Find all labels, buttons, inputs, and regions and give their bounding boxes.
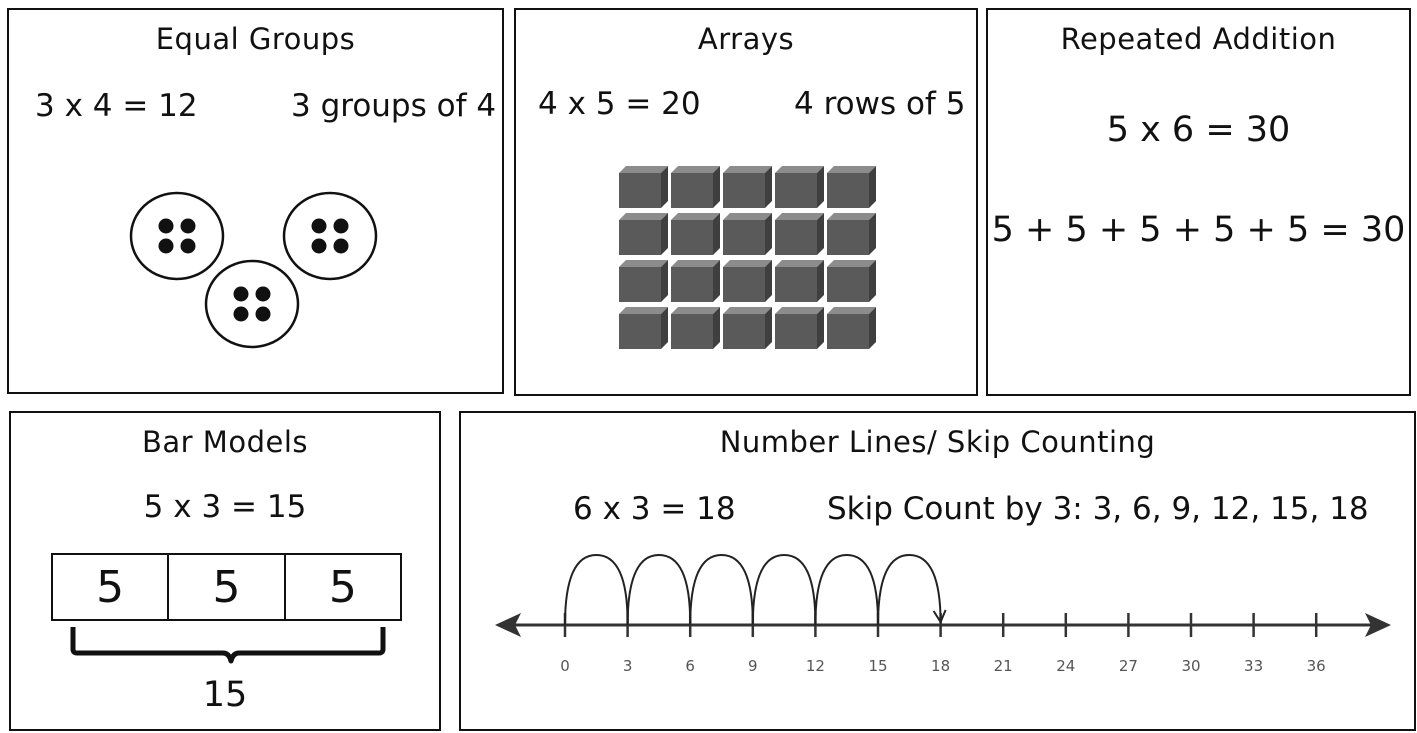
tick-label: 24: [1056, 657, 1075, 675]
number-lines-equation: 6 x 3 = 18: [573, 491, 736, 527]
array-cube: [827, 260, 876, 302]
bar-model: 5 5 5: [51, 553, 402, 621]
skip-jump-arc: [564, 553, 629, 626]
array-cube: [671, 166, 720, 208]
array-cube: [775, 260, 824, 302]
equal-groups-panel: Equal Groups 3 x 4 = 12 3 groups of 4: [7, 8, 504, 394]
array-cube: [723, 166, 772, 208]
group-dot: [180, 238, 196, 254]
array-cube: [671, 307, 720, 349]
jump-arrowhead-icon: [932, 609, 947, 625]
bar-segment: 5: [328, 561, 357, 613]
tick-label: 12: [806, 657, 825, 675]
group-dot: [158, 238, 174, 254]
tick-label: 0: [560, 657, 570, 675]
repeated-addition-title: Repeated Addition: [1060, 22, 1337, 56]
arrays-title: Arrays: [697, 22, 795, 56]
equal-groups-equation: 3 x 4 = 12: [35, 88, 198, 124]
group-dot: [333, 218, 349, 234]
group-dot: [233, 286, 249, 302]
group-circle: [204, 259, 300, 349]
array-cube: [619, 166, 668, 208]
repeated-addition-panel: Repeated Addition 5 x 6 = 30 5 + 5 + 5 +…: [986, 8, 1411, 396]
bar-models-title: Bar Models: [142, 425, 308, 459]
group-dot: [311, 238, 327, 254]
array-cube: [775, 166, 824, 208]
bar-models-panel: Bar Models 5 x 3 = 15 5 5 5 15: [9, 411, 441, 731]
tick-label: 3: [623, 657, 633, 675]
array-cube: [723, 307, 772, 349]
group-dot: [333, 238, 349, 254]
array-cube: [827, 166, 876, 208]
tick-label: 21: [994, 657, 1013, 675]
skip-count-text: Skip Count by 3: 3, 6, 9, 12, 15, 18: [827, 491, 1369, 527]
array-cube: [827, 213, 876, 255]
repeated-addition-sum: 5 + 5 + 5 + 5 + 5 = 30: [991, 210, 1406, 250]
arrays-panel: Arrays 4 x 5 = 20 4 rows of 5: [514, 8, 978, 396]
cube-array: [619, 166, 876, 349]
group-circle: [282, 191, 378, 281]
tick-label: 6: [685, 657, 695, 675]
tick-label: 15: [868, 657, 887, 675]
array-cube: [671, 260, 720, 302]
tick-label: 27: [1119, 657, 1138, 675]
array-cube: [827, 307, 876, 349]
skip-jump-arc: [626, 553, 692, 626]
tick-label: 36: [1307, 657, 1326, 675]
skip-jump-arc: [751, 553, 817, 626]
group-circle: [129, 191, 225, 281]
array-cube: [775, 213, 824, 255]
bar-models-equation: 5 x 3 = 15: [143, 489, 307, 525]
bar-brace: [70, 627, 386, 664]
equal-groups-title: Equal Groups: [155, 22, 356, 56]
array-cube: [671, 213, 720, 255]
tick-label: 30: [1181, 657, 1200, 675]
tick-label: 9: [748, 657, 758, 675]
array-cube: [723, 213, 772, 255]
tick-label: 18: [931, 657, 950, 675]
skip-jump-arc: [689, 553, 754, 626]
group-dot: [233, 306, 249, 322]
left-arrow-icon: [495, 613, 521, 637]
equal-groups-diagram: [129, 191, 378, 349]
right-arrow-icon: [1365, 613, 1391, 637]
equal-groups-description: 3 groups of 4: [291, 88, 497, 124]
number-lines-panel: Number Lines/ Skip Counting 6 x 3 = 18 S…: [459, 411, 1416, 731]
array-cube: [723, 260, 772, 302]
group-dot: [255, 286, 271, 302]
array-cube: [619, 307, 668, 349]
skip-jump-arc: [814, 553, 879, 626]
array-cube: [775, 307, 824, 349]
group-dot: [158, 218, 174, 234]
group-dot: [180, 218, 196, 234]
group-dot: [255, 306, 271, 322]
bar-models-total: 15: [202, 675, 248, 715]
bar-segment: 5: [53, 555, 170, 619]
repeated-addition-equation: 5 x 6 = 30: [1106, 110, 1291, 150]
bar-segment: 5: [169, 555, 286, 619]
number-lines-title: Number Lines/ Skip Counting: [719, 425, 1156, 459]
array-cube: [619, 260, 668, 302]
group-dot: [311, 218, 327, 234]
skip-jump-arc: [877, 553, 942, 626]
arrays-equation: 4 x 5 = 20: [538, 86, 701, 122]
arrays-description: 4 rows of 5: [794, 86, 966, 122]
tick-label: 33: [1244, 657, 1263, 675]
array-cube: [619, 213, 668, 255]
